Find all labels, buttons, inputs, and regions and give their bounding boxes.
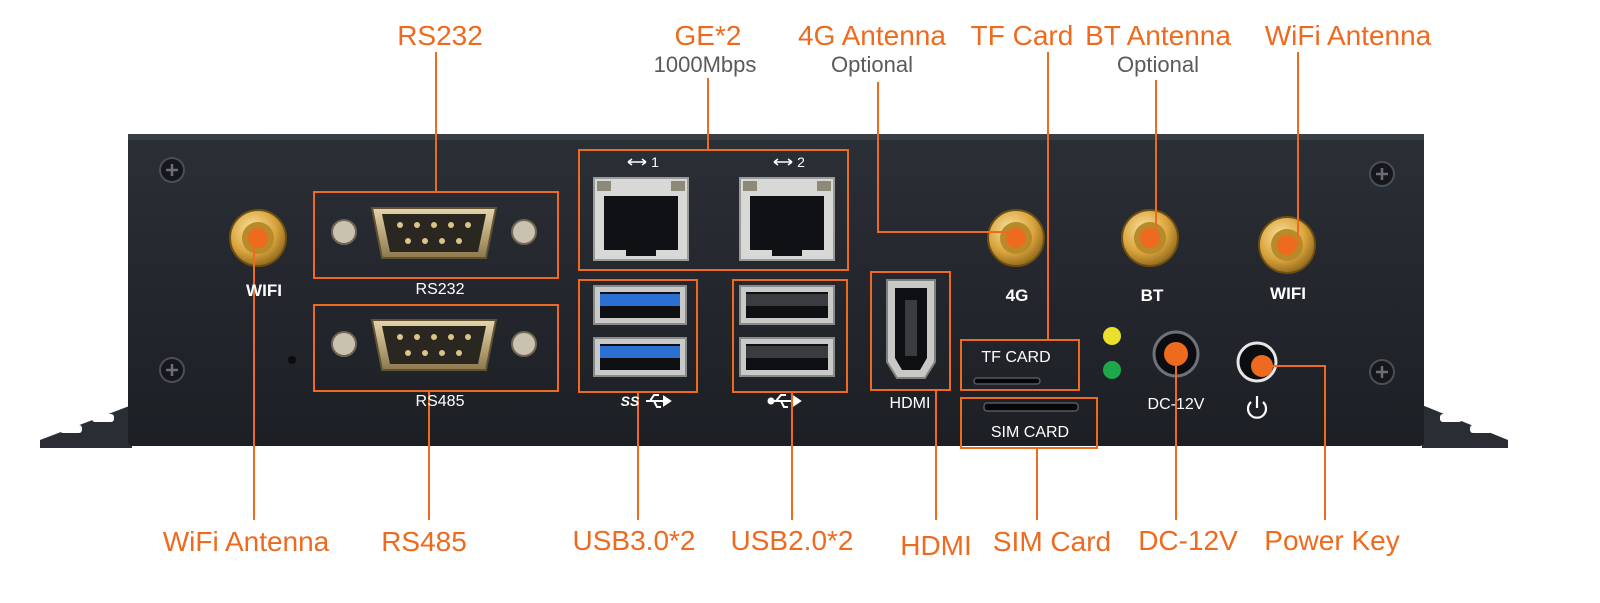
panel-label-4g: 4G <box>1005 286 1029 305</box>
callout-dc: DC-12V <box>1138 525 1238 556</box>
callout-ge-sub: 1000Mbps <box>653 52 757 77</box>
4g-antenna-connector[interactable] <box>987 209 1045 267</box>
panel-label-sim-card: SIM CARD <box>990 424 1070 441</box>
power-icon <box>1246 396 1268 419</box>
panel-label-usb3-logo: SS <box>620 393 640 409</box>
panel-label-rs485: RS485 <box>415 393 465 410</box>
screw-icon <box>1369 161 1395 187</box>
panel-label-lan1: 1 <box>651 154 659 170</box>
network-link-icon <box>627 158 793 166</box>
callout-4g-antenna-sub: Optional <box>831 52 913 77</box>
callout-usb2: USB2.0*2 <box>730 525 854 556</box>
screw-icon <box>159 357 185 383</box>
callout-bt-antenna: BT Antenna <box>1085 20 1231 51</box>
callout-rs232: RS232 <box>397 20 483 51</box>
status-led-green <box>1103 361 1121 379</box>
tf-card-slot[interactable] <box>973 377 1041 385</box>
panel-label-bt: BT <box>1140 286 1164 305</box>
hdmi-port[interactable] <box>886 279 936 379</box>
usb-icon <box>646 394 672 408</box>
status-led-yellow <box>1103 327 1121 345</box>
screw-icon <box>159 157 185 183</box>
panel-label-hdmi: HDMI <box>889 395 931 412</box>
wifi-antenna-connector-right[interactable] <box>1258 216 1316 274</box>
callout-usb3: USB3.0*2 <box>572 525 696 556</box>
ethernet-port-2[interactable] <box>739 177 835 261</box>
callout-tf-card: TF Card <box>970 20 1074 51</box>
usb3-port-1[interactable] <box>593 285 687 325</box>
sim-card-highlight-box <box>960 397 1098 449</box>
rs485-port[interactable] <box>331 319 537 371</box>
sim-card-slot[interactable] <box>983 402 1079 412</box>
usb3-port-2[interactable] <box>593 337 687 377</box>
power-key-button[interactable] <box>1236 341 1278 383</box>
usb2-highlight-box <box>732 279 848 393</box>
callout-sim-card: SIM Card <box>992 526 1112 557</box>
panel-label-tf-card: TF CARD <box>981 349 1051 366</box>
callout-4g-antenna: 4G Antenna <box>798 20 946 51</box>
callout-bt-antenna-sub: Optional <box>1117 52 1199 77</box>
leader-lines <box>253 52 1326 520</box>
callout-wifi-antenna-left: WiFi Antenna <box>162 526 330 557</box>
usb2-port-1[interactable] <box>739 285 835 325</box>
rs232-port[interactable] <box>331 207 537 259</box>
panel-label-wifi-left: WIFI <box>246 281 282 300</box>
callout-rs485: RS485 <box>381 526 467 557</box>
bt-antenna-connector[interactable] <box>1121 209 1179 267</box>
panel-label-lan2: 2 <box>797 154 805 170</box>
usb2-port-2[interactable] <box>739 337 835 377</box>
callout-wifi-antenna-right: WiFi Antenna <box>1264 20 1432 51</box>
callout-power-key: Power Key <box>1264 525 1400 556</box>
mounting-flange-right <box>1422 405 1508 448</box>
mounting-flange-left <box>40 405 132 448</box>
usb-icon <box>767 394 802 408</box>
callout-hdmi: HDMI <box>900 530 972 561</box>
wifi-antenna-connector-left[interactable] <box>229 209 287 267</box>
screw-icon <box>1369 359 1395 385</box>
tf-card-highlight-box <box>960 339 1080 391</box>
ge-highlight-box <box>578 149 849 271</box>
rs485-highlight-box <box>313 304 559 392</box>
reset-hole[interactable] <box>288 356 296 364</box>
callout-ge: GE*2 <box>674 20 742 51</box>
hdmi-highlight-box <box>870 271 951 391</box>
panel-label-rs232: RS232 <box>415 281 465 298</box>
panel-label-wifi-right: WIFI <box>1270 284 1306 303</box>
panel-label-dc: DC-12V <box>1147 396 1205 413</box>
ethernet-port-1[interactable] <box>593 177 689 261</box>
